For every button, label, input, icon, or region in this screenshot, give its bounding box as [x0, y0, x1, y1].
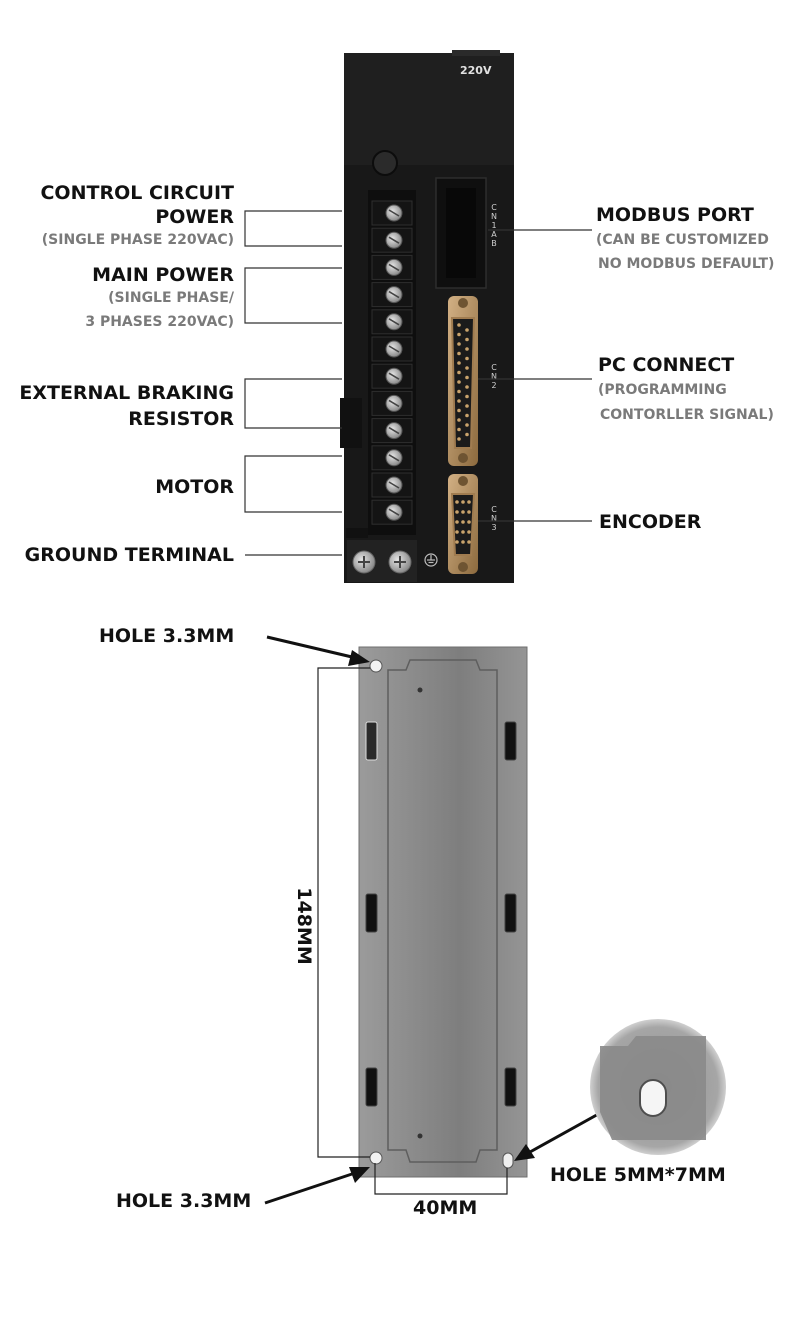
- modbus-note-line2: NO MODBUS DEFAULT): [598, 256, 775, 272]
- svg-text:3: 3: [491, 523, 496, 532]
- control-power-note: (SINGLE PHASE 220VAC): [41, 232, 234, 248]
- terminal-screw: [371, 200, 413, 226]
- braking-title-line2: RESISTOR: [128, 408, 234, 430]
- callout-lines-right: [478, 229, 592, 522]
- cn3-db15-connector: [448, 474, 478, 574]
- plate-slots: [365, 721, 517, 1107]
- svg-text:N: N: [491, 514, 497, 523]
- cn3-label: CN3: [491, 505, 497, 532]
- terminal-screw: [371, 445, 413, 471]
- main-power-note: (SINGLE PHASE/ 3 PHASES 220VAC): [85, 289, 234, 331]
- hole-slot-label: HOLE 5MM*7MM: [550, 1164, 726, 1186]
- cn2-label: CN2: [491, 363, 497, 390]
- heatsink-plate: [358, 646, 528, 1178]
- terminal-screw: [371, 472, 413, 498]
- svg-text:C: C: [491, 203, 497, 212]
- motor-title: MOTOR: [155, 476, 234, 498]
- main-power-title: MAIN POWER: [92, 264, 234, 286]
- main-power-note-line1: (SINGLE PHASE/: [108, 290, 234, 306]
- encoder-title: ENCODER: [599, 511, 702, 533]
- width-label: 40MM: [413, 1197, 478, 1219]
- modbus-note-line1: (CAN BE CUSTOMIZED: [596, 232, 769, 248]
- ground-terminal-title: GROUND TERMINAL: [24, 544, 234, 566]
- svg-text:N: N: [491, 372, 497, 381]
- pc-connect-note-line1: (PROGRAMMING: [598, 382, 727, 398]
- terminal-screw: [371, 390, 413, 416]
- callout-lines-left: [244, 210, 342, 556]
- modbus-note: (CAN BE CUSTOMIZED NO MODBUS DEFAULT): [596, 231, 774, 273]
- terminal-screw: [371, 309, 413, 335]
- ground-screw: [388, 550, 412, 574]
- terminal-screw: [371, 418, 413, 444]
- voltage-badge: 220V: [460, 64, 492, 77]
- hole-bottom-label: HOLE 3.3MM: [116, 1190, 252, 1212]
- svg-text:2: 2: [491, 381, 496, 390]
- svg-text:A: A: [491, 230, 497, 239]
- svg-text:B: B: [491, 239, 497, 248]
- svg-text:1: 1: [491, 221, 496, 230]
- mounting-hole-top: [369, 659, 383, 673]
- braking-resistor-title: EXTERNAL BRAKING RESISTOR: [19, 381, 234, 431]
- mounting-slot: [502, 1152, 514, 1169]
- braking-title-line1: EXTERNAL BRAKING: [19, 382, 234, 404]
- control-power-title: CONTROL CIRCUIT POWER: [40, 181, 234, 229]
- modbus-port-title: MODBUS PORT: [596, 204, 754, 226]
- control-power-title-line2: POWER: [155, 206, 234, 228]
- pc-connect-note-line2: CONTORLLER SIGNAL): [600, 407, 774, 423]
- pc-connect-note: (PROGRAMMING CONTORLLER SIGNAL): [598, 381, 774, 424]
- dimension-lines: [317, 667, 508, 1195]
- terminal-screw: [371, 227, 413, 253]
- hole-top-label: HOLE 3.3MM: [99, 625, 235, 647]
- ground-symbol-icon: [424, 553, 438, 567]
- height-label: 148MM: [293, 887, 315, 965]
- terminal-screw: [371, 254, 413, 280]
- main-power-note-line2: 3 PHASES 220VAC): [85, 314, 234, 330]
- mounting-hole-bottom: [369, 1151, 383, 1165]
- top-knob: [372, 150, 398, 176]
- terminal-screw: [371, 499, 413, 525]
- arrow-icon: [264, 635, 603, 1205]
- pc-connect-title: PC CONNECT: [598, 354, 735, 376]
- svg-text:C: C: [491, 505, 497, 514]
- control-power-title-line1: CONTROL CIRCUIT: [40, 182, 234, 204]
- ground-screw: [352, 550, 376, 574]
- slot-zoom-bubble: [590, 1019, 726, 1155]
- svg-text:C: C: [491, 363, 497, 372]
- terminal-screw: [371, 282, 413, 308]
- terminal-screw: [371, 336, 413, 362]
- cn2-db25-connector: [448, 296, 478, 466]
- svg-text:N: N: [491, 212, 497, 221]
- terminal-screw: [371, 363, 413, 389]
